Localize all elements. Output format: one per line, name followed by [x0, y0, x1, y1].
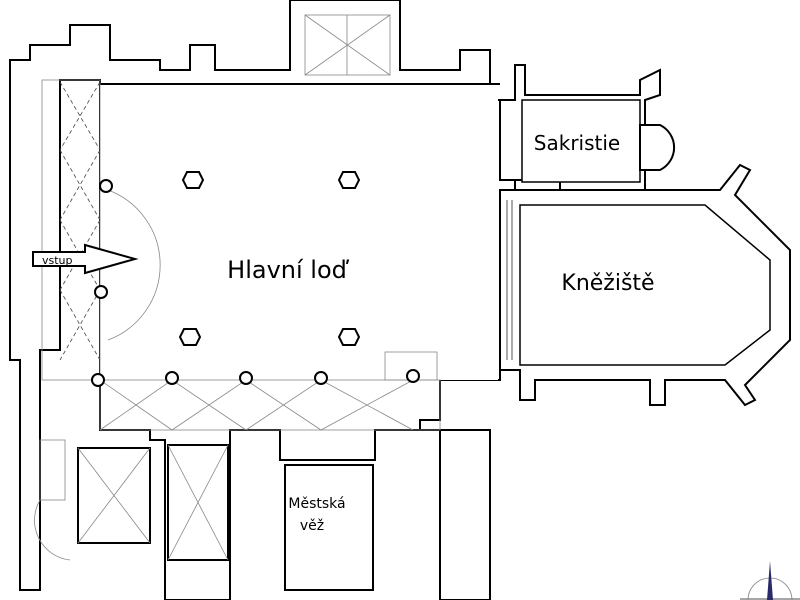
- chancel-label: Kněžiště: [561, 271, 654, 296]
- tower-label-line1: Městská: [288, 496, 345, 512]
- city-tower-room: [284, 464, 374, 591]
- nave-walls: [9, 0, 516, 600]
- south-chapels: [34, 439, 374, 591]
- north-arrow-icon: [740, 561, 800, 600]
- sacristy-label: Sakristie: [534, 131, 620, 155]
- nave-label: Hlavní loď: [227, 256, 349, 284]
- entrance-arrow: vstup: [32, 243, 139, 275]
- entrance-label: vstup: [42, 254, 73, 267]
- chancel-walls: [499, 163, 791, 407]
- tower-label-line2: věž: [300, 518, 324, 534]
- columns: [91, 171, 420, 387]
- sacristy-walls: [499, 64, 676, 191]
